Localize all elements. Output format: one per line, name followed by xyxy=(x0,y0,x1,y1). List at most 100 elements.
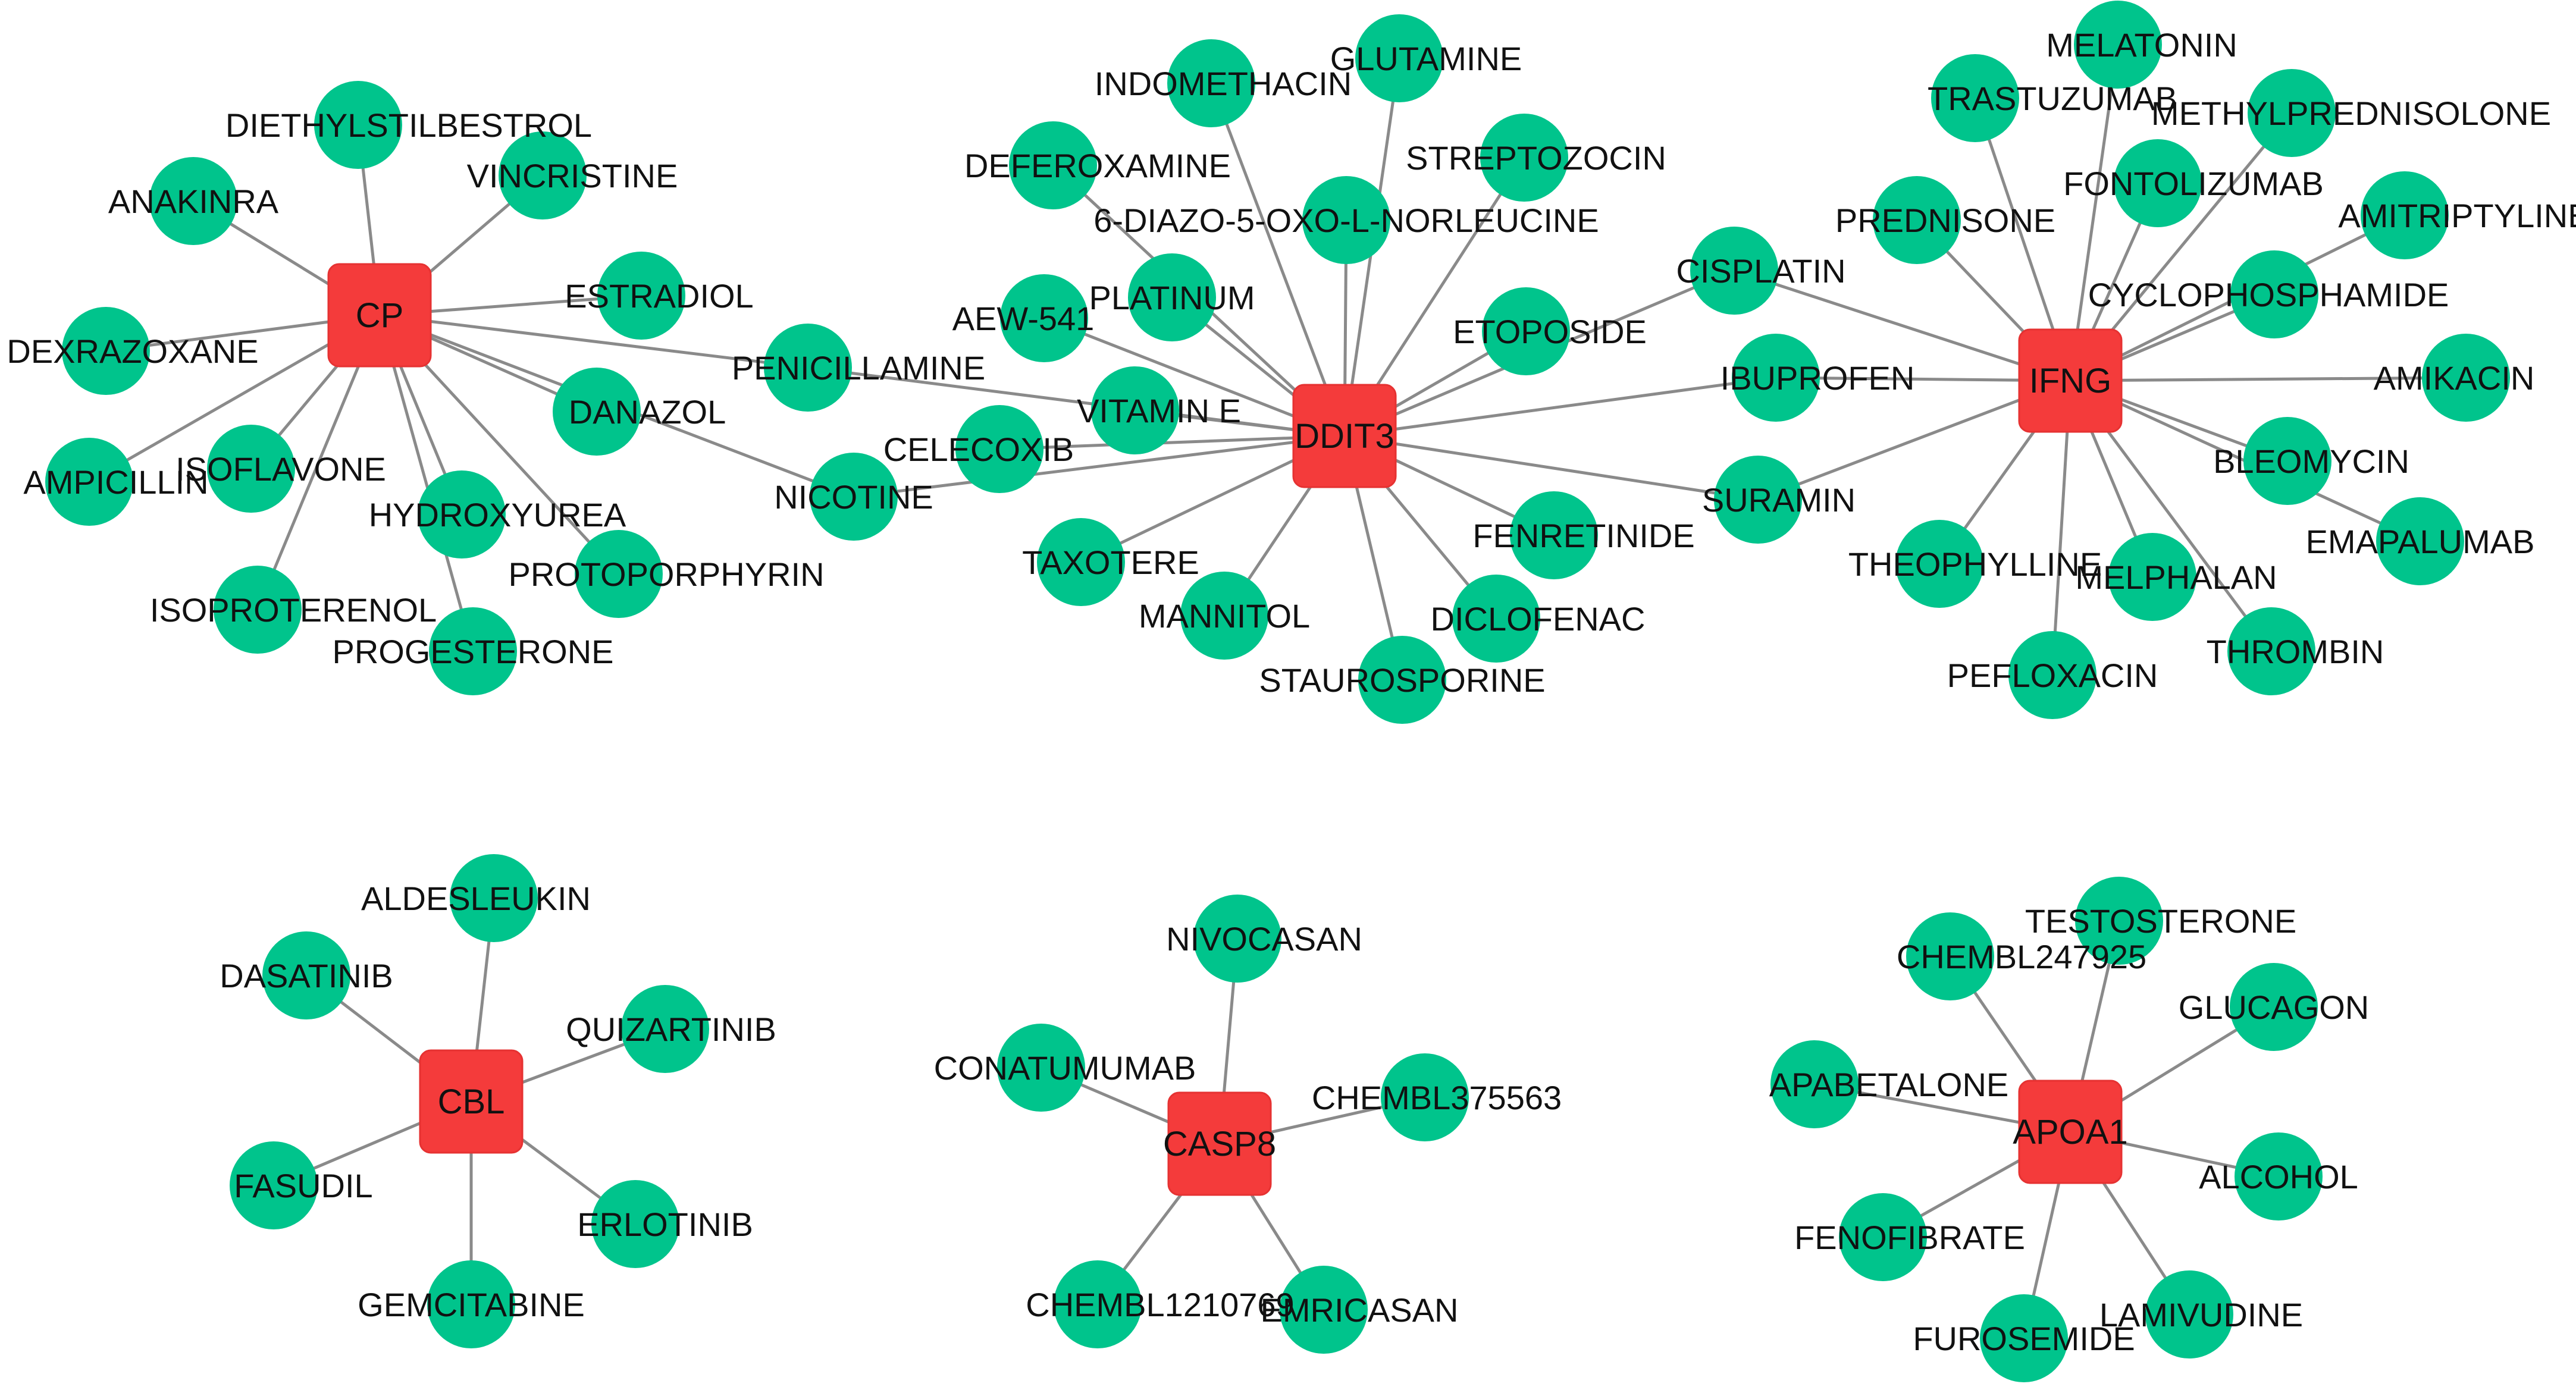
drug-node-emricasan[interactable] xyxy=(1280,1266,1368,1354)
drug-node-melatonin[interactable] xyxy=(2074,1,2162,89)
target-label-cbl: CBL xyxy=(438,1082,505,1121)
drug-node-emapalumab[interactable] xyxy=(2376,497,2464,585)
drug-node-diclofenac[interactable] xyxy=(1452,575,1540,663)
drug-node-trastuzumab[interactable] xyxy=(1931,54,2019,142)
drug-node-amitriptyline[interactable] xyxy=(2361,171,2449,259)
drug-node-chembl375563[interactable] xyxy=(1381,1053,1469,1141)
drug-label-trastuzumab: TRASTUZUMAB xyxy=(1928,80,2177,117)
drug-node-fenretinide[interactable] xyxy=(1510,491,1598,579)
edge-ifng-melatonin xyxy=(2069,44,2120,381)
drug-node-progesterone[interactable] xyxy=(429,607,517,695)
drug-label-estradiol: ESTRADIOL xyxy=(565,277,753,315)
drug-node-chembl24792[interactable] xyxy=(1906,912,1994,1000)
target-node-casp8[interactable] xyxy=(1167,1091,1272,1196)
drug-node-anakinra[interactable] xyxy=(149,157,237,245)
drug-label-protoporphyrin: PROTOPORPHYRIN xyxy=(508,556,824,593)
drug-node-pefloxacin[interactable] xyxy=(2008,631,2096,719)
drug-label-penicillamine: PENICILLAMINE xyxy=(732,349,985,387)
drug-node-etoposide[interactable] xyxy=(1482,287,1570,375)
drug-node-melphalan[interactable] xyxy=(2108,533,2196,621)
edge-ddit3-nicotine xyxy=(853,434,1345,498)
target-label-apoa1: APOA1 xyxy=(2013,1113,2127,1151)
drug-node-mannitol[interactable] xyxy=(1180,572,1268,660)
drug-node-fontolizumab[interactable] xyxy=(2114,139,2202,227)
drug-node-deferoxamine[interactable] xyxy=(1009,121,1097,209)
drug-label-melphalan: MELPHALAN xyxy=(2075,558,2277,596)
drug-node-glutamine[interactable] xyxy=(1355,14,1443,102)
drug-node-vitamine[interactable] xyxy=(1091,366,1179,454)
drug-label-platinum: PLATINUM xyxy=(1089,279,1255,316)
drug-label-suramin: SURAMIN xyxy=(1702,481,1856,519)
drug-node-suramin[interactable] xyxy=(1714,456,1802,544)
target-node-cp[interactable] xyxy=(327,263,432,368)
drug-label-fenretinide: FENRETINIDE xyxy=(1472,517,1694,554)
drug-label-taxotere: TAXOTERE xyxy=(1022,544,1199,581)
drug-label-nivocasan: NIVOCASAN xyxy=(1166,920,1362,958)
drug-node-apabetalone[interactable] xyxy=(1770,1040,1859,1128)
drug-label-conatumumab: CONATUMUMAB xyxy=(934,1049,1196,1087)
drug-label-bleomycin: BLEOMYCIN xyxy=(2213,443,2409,480)
drug-node-isoproterenol[interactable] xyxy=(214,566,302,654)
target-node-apoa1[interactable] xyxy=(2018,1080,2123,1184)
drug-label-fontolizumab: FONTOLIZUMAB xyxy=(2063,165,2324,202)
drug-node-cyclophosphamide[interactable] xyxy=(2230,250,2318,338)
drug-node-indomethacin[interactable] xyxy=(1167,39,1255,127)
drug-node-cisplatin[interactable] xyxy=(1690,227,1778,315)
drug-node-methylprednisolone[interactable] xyxy=(2248,69,2336,157)
drug-node-estradiol[interactable] xyxy=(597,252,685,340)
drug-node-lamivudine[interactable] xyxy=(2145,1270,2233,1358)
drug-node-aew541[interactable] xyxy=(1000,274,1088,362)
drug-node-dexrazoxane[interactable] xyxy=(62,307,150,395)
drug-node-don[interactable] xyxy=(1302,176,1390,264)
drug-node-diethylstilbestrol[interactable] xyxy=(314,81,402,169)
drug-node-bleomycin[interactable] xyxy=(2243,417,2331,505)
drug-node-quizartinib[interactable] xyxy=(621,985,709,1073)
drug-node-nivocasan[interactable] xyxy=(1193,895,1281,983)
drug-label-mannitol: MANNITOL xyxy=(1139,597,1310,635)
drug-node-streptozocin[interactable] xyxy=(1480,114,1568,202)
drug-node-platinum[interactable] xyxy=(1128,253,1216,341)
drug-node-dasatinib[interactable] xyxy=(262,931,350,1019)
drug-node-thrombin[interactable] xyxy=(2227,607,2315,695)
drug-node-nicotine[interactable] xyxy=(810,453,898,541)
drug-node-conatumumab[interactable] xyxy=(997,1024,1085,1112)
drug-node-gemcitabine[interactable] xyxy=(427,1260,515,1348)
drug-node-prednisone[interactable] xyxy=(1873,176,1961,264)
drug-label-vitamine: VITAMIN E xyxy=(1077,392,1241,429)
drug-label-indomethacin: INDOMETHACIN xyxy=(1095,65,1352,102)
drug-node-fenofibrate[interactable] xyxy=(1839,1193,1927,1281)
drug-node-celecoxib[interactable] xyxy=(955,405,1043,493)
drug-node-glucagon[interactable] xyxy=(2230,963,2318,1051)
drug-node-protoporphyrin[interactable] xyxy=(575,530,663,618)
target-node-cbl[interactable] xyxy=(419,1049,524,1154)
drug-node-ampicillin[interactable] xyxy=(45,438,133,526)
drug-label-cyclophosphamide: CYCLOPHOSPHAMIDE xyxy=(2088,276,2449,313)
drug-label-cisplatin: CISPLATIN xyxy=(1676,252,1845,290)
drug-node-erlotinib[interactable] xyxy=(591,1180,679,1268)
drug-label-fenofibrate: FENOFIBRATE xyxy=(1794,1219,2025,1256)
drug-node-aldesleukin[interactable] xyxy=(450,854,538,942)
drug-node-isoflavone[interactable] xyxy=(207,425,295,513)
drug-node-alcohol[interactable] xyxy=(2235,1132,2323,1220)
drug-node-vincristine[interactable] xyxy=(499,131,587,219)
drug-node-danazol[interactable] xyxy=(553,368,641,456)
drug-label-isoflavone: ISOFLAVONE xyxy=(176,450,386,488)
target-node-ddit3[interactable] xyxy=(1292,384,1397,488)
drug-node-ibuprofen[interactable] xyxy=(1732,334,1820,422)
drug-label-chembl24792: CHEMBL247925 xyxy=(1897,938,2146,975)
drug-label-ibuprofen: IBUPROFEN xyxy=(1721,359,1915,397)
drug-node-hydroxyurea[interactable] xyxy=(418,470,506,558)
target-label-casp8: CASP8 xyxy=(1163,1125,1276,1163)
drug-node-staurosporine[interactable] xyxy=(1358,636,1446,724)
drug-label-deferoxamine: DEFEROXAMINE xyxy=(964,147,1231,184)
drug-node-theophylline[interactable] xyxy=(1895,520,1983,608)
drug-node-amikacin[interactable] xyxy=(2422,334,2510,422)
drug-node-testosterone[interactable] xyxy=(2075,877,2163,965)
drug-node-fasudil[interactable] xyxy=(230,1141,318,1229)
target-node-ifng[interactable] xyxy=(2018,328,2123,433)
drug-node-furosemide[interactable] xyxy=(1980,1294,2068,1382)
drug-label-fasudil: FASUDIL xyxy=(234,1167,372,1204)
drug-node-chembl1210769[interactable] xyxy=(1054,1260,1142,1348)
drug-node-penicillamine[interactable] xyxy=(764,324,852,412)
drug-node-taxotere[interactable] xyxy=(1037,518,1125,606)
